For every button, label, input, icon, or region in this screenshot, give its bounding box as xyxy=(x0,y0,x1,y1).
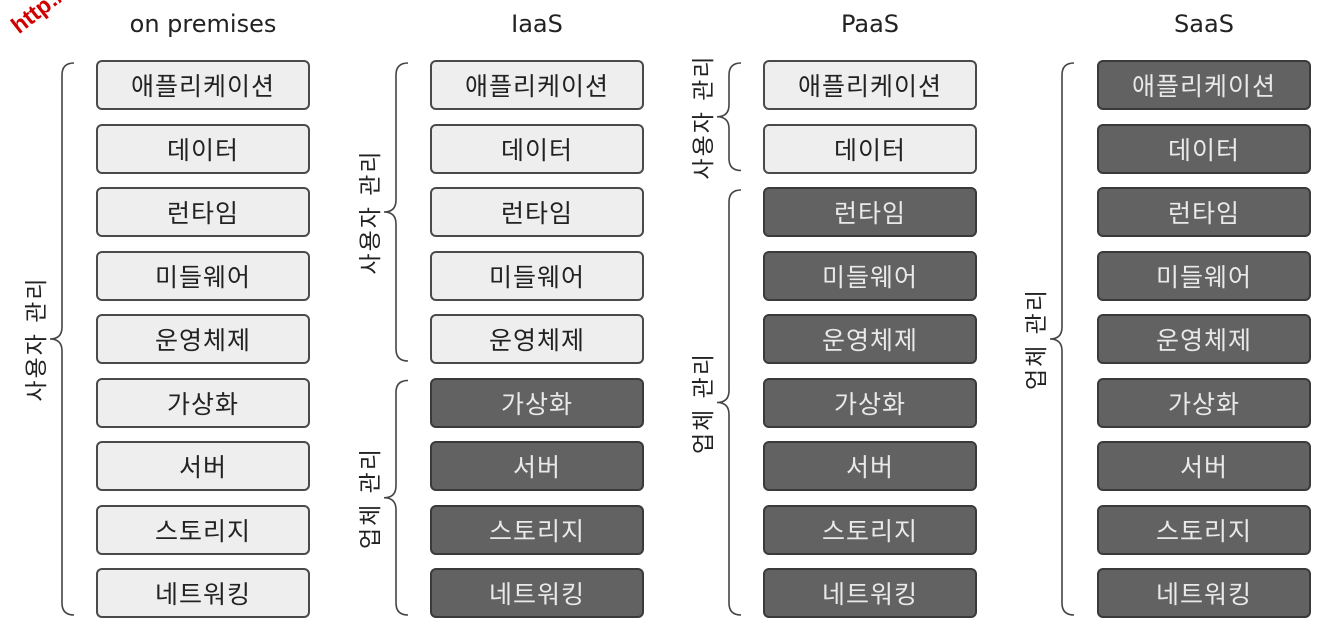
layer-box-on-premises-1: 데이터 xyxy=(96,124,310,174)
brace-label-paas-0: 사용자 관리 xyxy=(691,54,717,180)
layer-box-saas-1: 데이터 xyxy=(1097,124,1311,174)
layer-box-iaas-7: 스토리지 xyxy=(430,505,644,555)
layer-box-saas-8: 네트워킹 xyxy=(1097,568,1311,618)
column-title-saas: SaaS xyxy=(1174,10,1234,38)
layer-box-saas-5: 가상화 xyxy=(1097,378,1311,428)
layer-box-iaas-4: 운영체제 xyxy=(430,314,644,364)
layer-box-paas-2: 런타임 xyxy=(763,187,977,237)
brace-label-iaas-0: 사용자 관리 xyxy=(358,149,384,275)
column-title-paas: PaaS xyxy=(840,10,900,38)
layer-box-paas-1: 데이터 xyxy=(763,124,977,174)
layer-box-saas-0: 애플리케이션 xyxy=(1097,60,1311,110)
brace-label-saas-0: 업체 관리 xyxy=(1024,288,1050,390)
brace-on-premises-0 xyxy=(49,62,75,616)
layer-box-on-premises-0: 애플리케이션 xyxy=(96,60,310,110)
brace-paas-1 xyxy=(716,189,742,616)
layer-box-on-premises-3: 미들웨어 xyxy=(96,251,310,301)
layer-box-on-premises-7: 스토리지 xyxy=(96,505,310,555)
column-title-on-premises: on premises xyxy=(129,10,277,38)
layer-box-saas-4: 운영체제 xyxy=(1097,314,1311,364)
brace-label-iaas-1: 업체 관리 xyxy=(358,446,384,549)
layer-box-iaas-8: 네트워킹 xyxy=(430,568,644,618)
layer-box-on-premises-8: 네트워킹 xyxy=(96,568,310,618)
brace-label-on-premises-0: 사용자 관리 xyxy=(24,276,50,402)
layer-box-paas-3: 미들웨어 xyxy=(763,251,977,301)
layer-box-paas-0: 애플리케이션 xyxy=(763,60,977,110)
layer-box-saas-3: 미들웨어 xyxy=(1097,251,1311,301)
layer-box-iaas-6: 서버 xyxy=(430,441,644,491)
layer-box-iaas-3: 미들웨어 xyxy=(430,251,644,301)
brace-iaas-0 xyxy=(383,62,409,362)
brace-label-paas-1: 업체 관리 xyxy=(691,351,717,454)
column-title-iaas: IaaS xyxy=(511,10,563,38)
layer-box-on-premises-2: 런타임 xyxy=(96,187,310,237)
layer-box-paas-4: 운영체제 xyxy=(763,314,977,364)
layer-box-saas-7: 스토리지 xyxy=(1097,505,1311,555)
layer-box-paas-8: 네트워킹 xyxy=(763,568,977,618)
layer-box-iaas-0: 애플리케이션 xyxy=(430,60,644,110)
layer-box-on-premises-4: 운영체제 xyxy=(96,314,310,364)
layer-box-on-premises-5: 가상화 xyxy=(96,378,310,428)
layer-box-saas-2: 런타임 xyxy=(1097,187,1311,237)
brace-iaas-1 xyxy=(383,379,409,616)
layer-box-iaas-2: 런타임 xyxy=(430,187,644,237)
layer-box-on-premises-6: 서버 xyxy=(96,441,310,491)
layer-box-paas-5: 가상화 xyxy=(763,378,977,428)
layer-box-paas-6: 서버 xyxy=(763,441,977,491)
brace-saas-0 xyxy=(1049,62,1075,616)
layer-box-iaas-1: 데이터 xyxy=(430,124,644,174)
brace-paas-0 xyxy=(716,62,742,172)
layer-box-iaas-5: 가상화 xyxy=(430,378,644,428)
layer-box-paas-7: 스토리지 xyxy=(763,505,977,555)
layer-box-saas-6: 서버 xyxy=(1097,441,1311,491)
